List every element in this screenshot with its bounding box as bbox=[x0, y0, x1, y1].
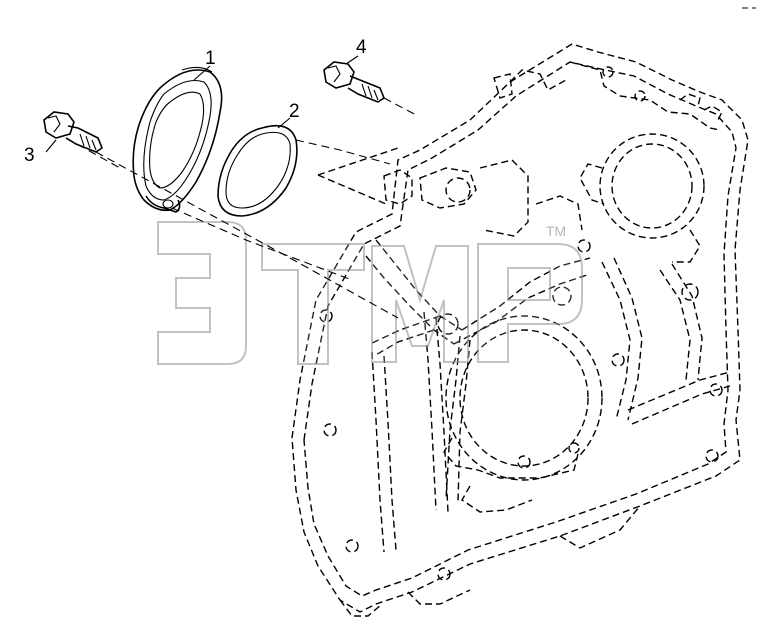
o-ring-part bbox=[217, 124, 298, 217]
callout-2: 2 bbox=[289, 101, 300, 122]
callout-leaders bbox=[45, 55, 359, 153]
bolt-part-3 bbox=[43, 111, 103, 153]
assembly-lines bbox=[65, 97, 419, 319]
seal-cover-part bbox=[132, 66, 223, 213]
callout-1: 1 bbox=[205, 48, 216, 69]
callout-3: 3 bbox=[24, 145, 35, 166]
trademark-mark: TM bbox=[546, 223, 566, 239]
callout-4: 4 bbox=[356, 37, 367, 58]
watermark-logo: TM bbox=[157, 221, 583, 365]
gear-housing bbox=[291, 43, 749, 617]
bolt-part-4 bbox=[323, 61, 385, 103]
